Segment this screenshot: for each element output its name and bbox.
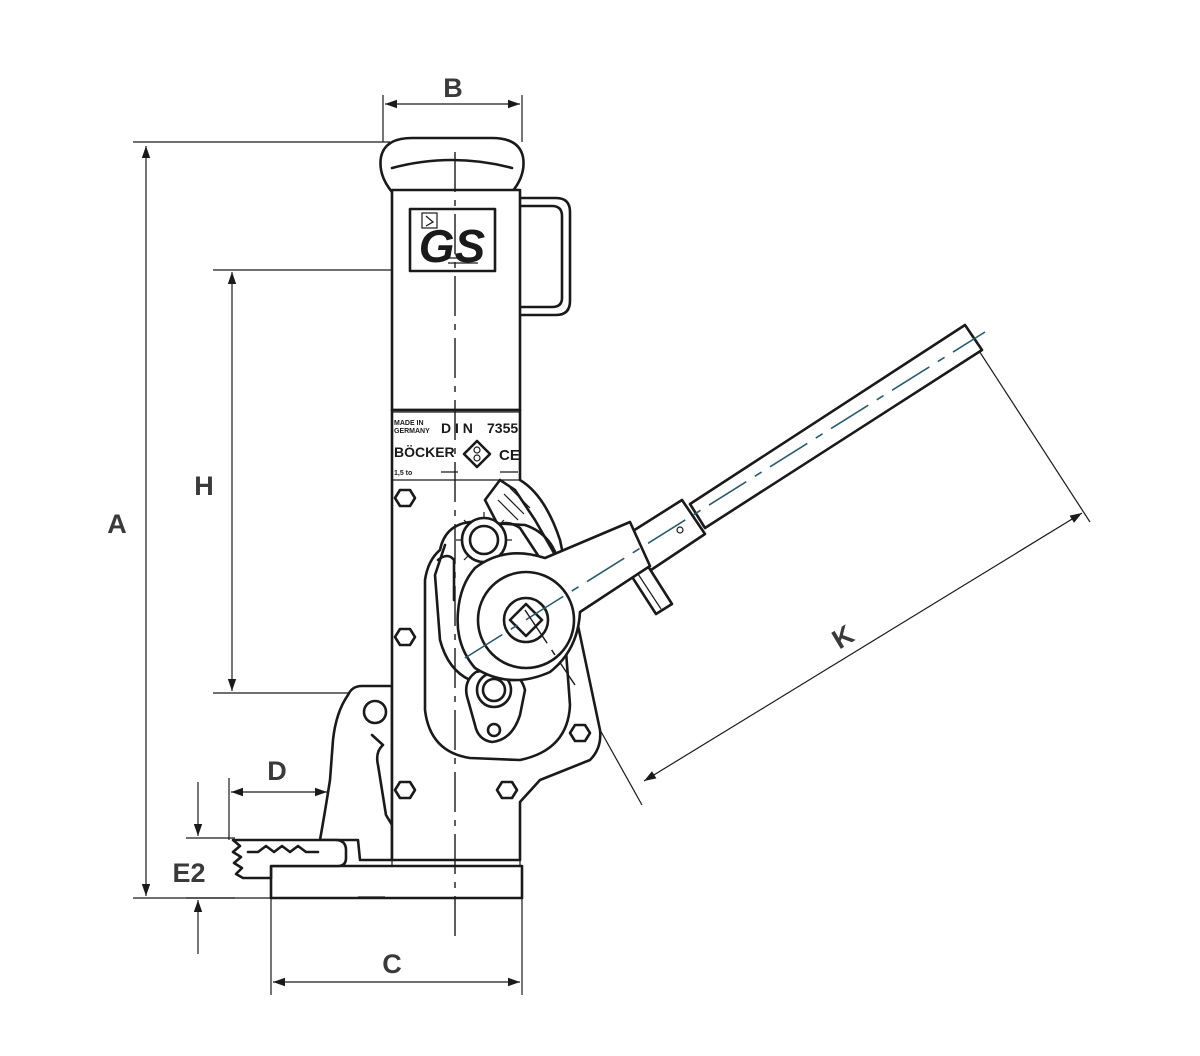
dim-label-a: A [107, 509, 127, 539]
dim-label-c: C [382, 949, 402, 979]
extension-lines [133, 95, 1091, 995]
hex-bolt-icon [393, 488, 417, 508]
hex-bolt-icon [393, 780, 417, 800]
gs-certification-mark: GS [408, 207, 497, 273]
nameplate-ce: CE [499, 447, 520, 464]
nameplate-germany: GERMANY [394, 428, 430, 435]
dim-label-d: D [267, 756, 287, 786]
center-lines [454, 152, 986, 940]
square-drive-icon [508, 602, 544, 638]
toe-lift [231, 684, 394, 880]
nameplate-din-number: 7355 [487, 420, 518, 436]
dimension-lines [141, 99, 1083, 987]
gs-letters: GS [419, 220, 486, 272]
nameplate-brand: BÖCKER [394, 444, 455, 460]
dim-label-b: B [443, 73, 463, 103]
hex-bolt-icon [568, 723, 592, 743]
nameplate-capacity: 1,5 to [394, 470, 412, 477]
dim-line-k [643, 512, 1083, 782]
jack-head [379, 136, 525, 194]
nameplate: MADE IN GERMANY D I N 7355 BÖCKER CE 1,5… [394, 420, 520, 477]
nameplate-din: D I N [441, 420, 473, 436]
handle-tube [688, 323, 984, 530]
dim-label-h: H [194, 471, 214, 501]
dim-label-k: K [827, 619, 860, 655]
dim-label-e2: E2 [172, 858, 205, 888]
hex-bolt-icon [495, 780, 519, 800]
nameplate-made-in: MADE IN [394, 420, 424, 427]
nameplate-diamond-icon [462, 439, 492, 469]
hex-bolt-icon [393, 627, 417, 647]
lever-arm [456, 323, 984, 682]
carrying-handle [518, 196, 572, 317]
base-plate [269, 859, 524, 900]
hex-bolts [393, 488, 592, 800]
